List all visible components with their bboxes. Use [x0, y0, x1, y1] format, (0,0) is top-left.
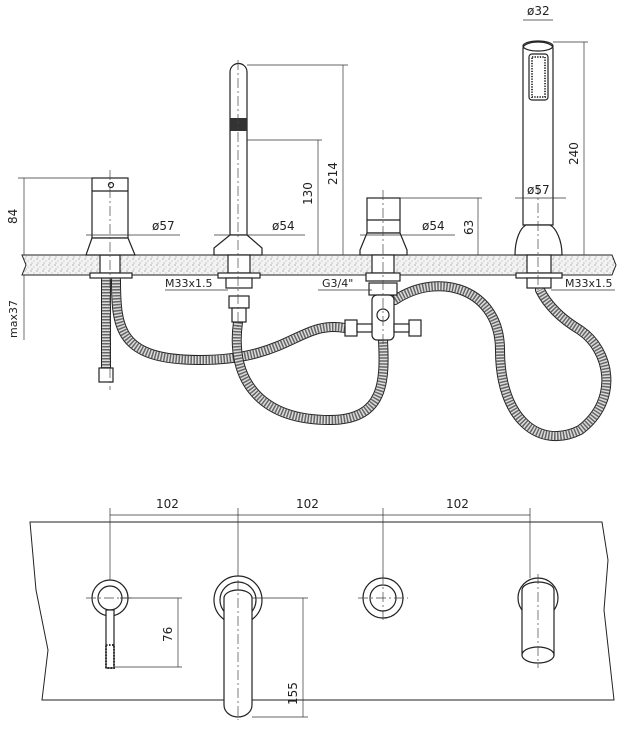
dim-d54-spout: ø54 [272, 219, 295, 233]
dim-63: 63 [462, 220, 476, 235]
dim-76: 76 [161, 627, 175, 642]
dim-m33-holder: M33x1.5 [565, 277, 613, 290]
hoses [101, 275, 612, 441]
dim-84: 84 [6, 209, 20, 224]
deck-section [21, 254, 617, 276]
hose-spout [231, 317, 389, 426]
dim-240: 240 [567, 142, 581, 165]
dim-spacing-3: 102 [446, 497, 469, 511]
dim-214: 214 [326, 162, 340, 185]
top-view: 102 102 102 76 155 [29, 497, 615, 720]
hose-lever-to-diverter [111, 275, 350, 366]
dim-d57-holder: ø57 [527, 183, 550, 197]
dim-155: 155 [286, 682, 300, 705]
dim-d57-lever: ø57 [152, 219, 175, 233]
dim-d54-diverter: ø54 [422, 219, 445, 233]
side-dimensions: 84 max37 ø57 ø54 130 214 M33x1.5 G3/4" ø… [6, 4, 615, 340]
handshower-side [514, 40, 563, 295]
dim-g34: G3/4" [322, 277, 353, 290]
spout-side [213, 60, 263, 330]
diverter-top [358, 574, 408, 622]
dim-d32: ø32 [527, 4, 550, 18]
handshower-top [517, 574, 559, 668]
lever-mixer-side [85, 170, 136, 390]
spout-top [213, 575, 263, 720]
hose-handshower [390, 281, 612, 441]
dim-max37: max37 [7, 300, 20, 338]
dim-spacing-1: 102 [156, 497, 179, 511]
dim-m33-spout: M33x1.5 [165, 277, 213, 290]
dim-spacing-2: 102 [296, 497, 319, 511]
diverter-side [344, 190, 422, 345]
dim-130: 130 [301, 182, 315, 205]
